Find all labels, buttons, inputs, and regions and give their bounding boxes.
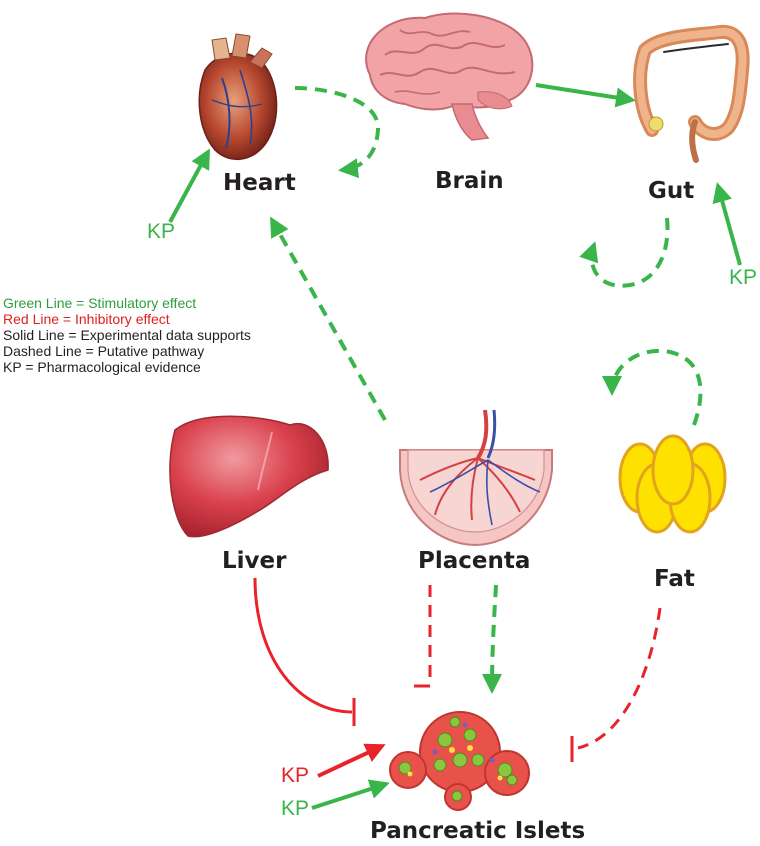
- kp-islets-red-arrow: [317, 743, 386, 778]
- liver-islets-inhibit: [253, 577, 356, 726]
- kp-islets-red-label: KP: [281, 764, 310, 787]
- liver-label: Liver: [222, 548, 287, 574]
- kp-islets-green-label: KP: [281, 797, 310, 820]
- legend-green-line: Green Line = Stimulatory effect: [3, 295, 197, 311]
- kp-heart-arrow: [168, 148, 210, 223]
- brain-gut-arrow: [535, 83, 636, 108]
- legend: Green Line = Stimulatory effect Red Line…: [3, 295, 251, 375]
- placenta-heart-arrow: [270, 216, 387, 421]
- heart-image: [198, 33, 278, 160]
- islets-image: [389, 711, 530, 811]
- gut-loop-arrow: [579, 217, 670, 288]
- fat-islets-inhibit: [570, 607, 662, 762]
- brain-image: [365, 12, 534, 141]
- brain-label: Brain: [435, 168, 504, 194]
- legend-dashed-line: Dashed Line = Putative pathway: [3, 343, 205, 359]
- legend-kp: KP = Pharmacological evidence: [3, 359, 201, 375]
- legend-red-line: Red Line = Inhibitory effect: [3, 311, 170, 327]
- placenta-image: [399, 409, 553, 547]
- heart-loop-arrow: [294, 86, 381, 179]
- fat-image: [618, 434, 727, 534]
- fat-label: Fat: [654, 566, 695, 592]
- fat-loop-arrow: [602, 348, 703, 426]
- kp-heart-label: KP: [147, 220, 176, 243]
- kp-gut-label: KP: [729, 266, 758, 289]
- islets-label: Pancreatic Islets: [370, 818, 586, 844]
- heart-label: Heart: [223, 170, 296, 196]
- kp-islets-green-arrow: [311, 779, 390, 810]
- placenta-islets-arrow: [482, 584, 503, 694]
- gut-image: [633, 24, 750, 163]
- legend-solid-line: Solid Line = Experimental data supports: [3, 327, 251, 343]
- placenta-label: Placenta: [418, 548, 531, 574]
- gut-label: Gut: [648, 178, 695, 204]
- liver-image: [169, 415, 329, 538]
- placenta-islets-inhibit: [414, 585, 432, 688]
- kp-gut-arrow: [712, 182, 742, 266]
